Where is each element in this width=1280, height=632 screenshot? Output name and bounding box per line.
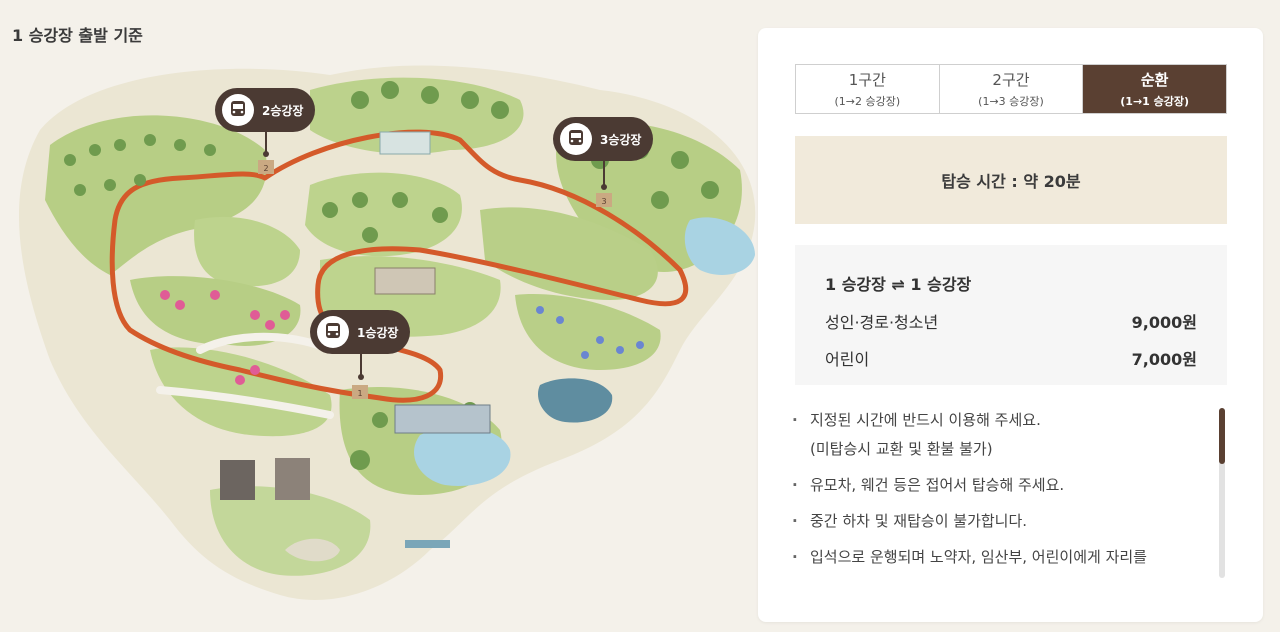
tab-subtitle: (1→3 승강장) <box>978 95 1044 108</box>
tab-loop[interactable]: 순환 (1→1 승강장) <box>1083 65 1227 113</box>
fare-route: 1 승강장 ⇌ 1 승강장 <box>825 275 972 294</box>
tab-title: 1구간 <box>848 71 886 89</box>
tab-section-1[interactable]: 1구간 (1→2 승강장) <box>796 65 940 113</box>
grass-stone-west <box>194 216 300 287</box>
fare-amount: 9,000원 <box>1131 313 1197 332</box>
train-icon <box>326 323 340 338</box>
train-icon <box>231 101 245 116</box>
platform-marker-2: 2 <box>258 160 274 174</box>
station-pin-3[interactable]: 3승강장 <box>553 117 653 190</box>
platform-marker-1: 1 <box>352 385 368 399</box>
station-label-1: 1승강장 <box>357 326 398 340</box>
central-building <box>374 267 436 295</box>
fare-label: 어린이 <box>825 350 870 369</box>
fare-box: 1 승강장 ⇌ 1 승강장 성인·경로·청소년 9,000원 어린이 7,000… <box>795 245 1227 385</box>
station-label-3: 3승강장 <box>600 133 641 147</box>
route-tabs: 1구간 (1→2 승강장) 2구간 (1→3 승강장) 순환 (1→1 승강장) <box>795 64 1227 114</box>
tab-section-2[interactable]: 2구간 (1→3 승강장) <box>939 65 1084 113</box>
flower-cluster <box>160 290 290 385</box>
station-pin-2[interactable]: 2승강장 <box>215 88 315 157</box>
visitor-center <box>394 404 491 434</box>
notice-item: 지정된 시간에 반드시 이용해 주세요. (미탑승시 교환 및 환불 불가) <box>788 406 1208 464</box>
fare-label: 성인·경로·청소년 <box>825 313 939 332</box>
train-icon <box>569 130 583 145</box>
tab-subtitle: (1→2 승강장) <box>834 95 901 108</box>
info-panel: 1구간 (1→2 승강장) 2구간 (1→3 승강장) 순환 (1→1 승강장)… <box>758 28 1263 622</box>
tab-title: 순환 <box>1140 71 1169 89</box>
fare-row-adult: 성인·경로·청소년 9,000원 <box>825 309 1197 333</box>
tab-title: 2구간 <box>992 71 1030 89</box>
notice-item: 유모차, 웨건 등은 접어서 탑승해 주세요. <box>788 471 1208 500</box>
svg-text:3: 3 <box>601 197 606 206</box>
tab-subtitle: (1→1 승강장) <box>1120 95 1190 108</box>
grass-blue-flowers <box>515 294 661 370</box>
fare-amount: 7,000원 <box>1131 350 1197 369</box>
platform-marker-3: 3 <box>596 193 612 207</box>
station-pin-1[interactable]: 1승강장 <box>310 310 410 380</box>
notice-scrollbar[interactable] <box>1219 408 1225 578</box>
grass-rock-garden <box>480 207 658 300</box>
ride-time-box: 탑승 시간 : 약 20분 <box>795 136 1227 224</box>
gate <box>405 540 450 548</box>
south-building-2 <box>275 458 310 500</box>
garden-map: 2 3 1 2승강장 3승강장 <box>18 65 756 600</box>
pond-south <box>414 426 511 486</box>
svg-text:1: 1 <box>357 389 362 398</box>
grass-flower-west <box>130 276 301 346</box>
parking-area <box>285 538 340 562</box>
blue-flower-cluster <box>536 306 644 359</box>
fare-row-child: 어린이 7,000원 <box>825 346 1197 370</box>
pond-east <box>684 217 755 275</box>
grass-center <box>305 172 462 257</box>
station-label-2: 2승강장 <box>262 104 303 118</box>
greenhouse <box>379 131 431 155</box>
svg-text:2: 2 <box>263 164 268 173</box>
south-building-1 <box>220 460 255 500</box>
grass-southwest <box>150 347 332 437</box>
scrollbar-thumb[interactable] <box>1219 408 1225 464</box>
night-garden <box>537 378 613 423</box>
notice-item: 입석으로 운행되며 노약자, 임산부, 어린이에게 자리를 <box>788 543 1208 572</box>
map-heading: 1 승강장 출발 기준 <box>12 26 143 45</box>
notice-item: 중간 하차 및 재탑승이 불가합니다. <box>788 507 1208 536</box>
notice-list[interactable]: 지정된 시간에 반드시 이용해 주세요. (미탑승시 교환 및 환불 불가) 유… <box>788 406 1208 578</box>
